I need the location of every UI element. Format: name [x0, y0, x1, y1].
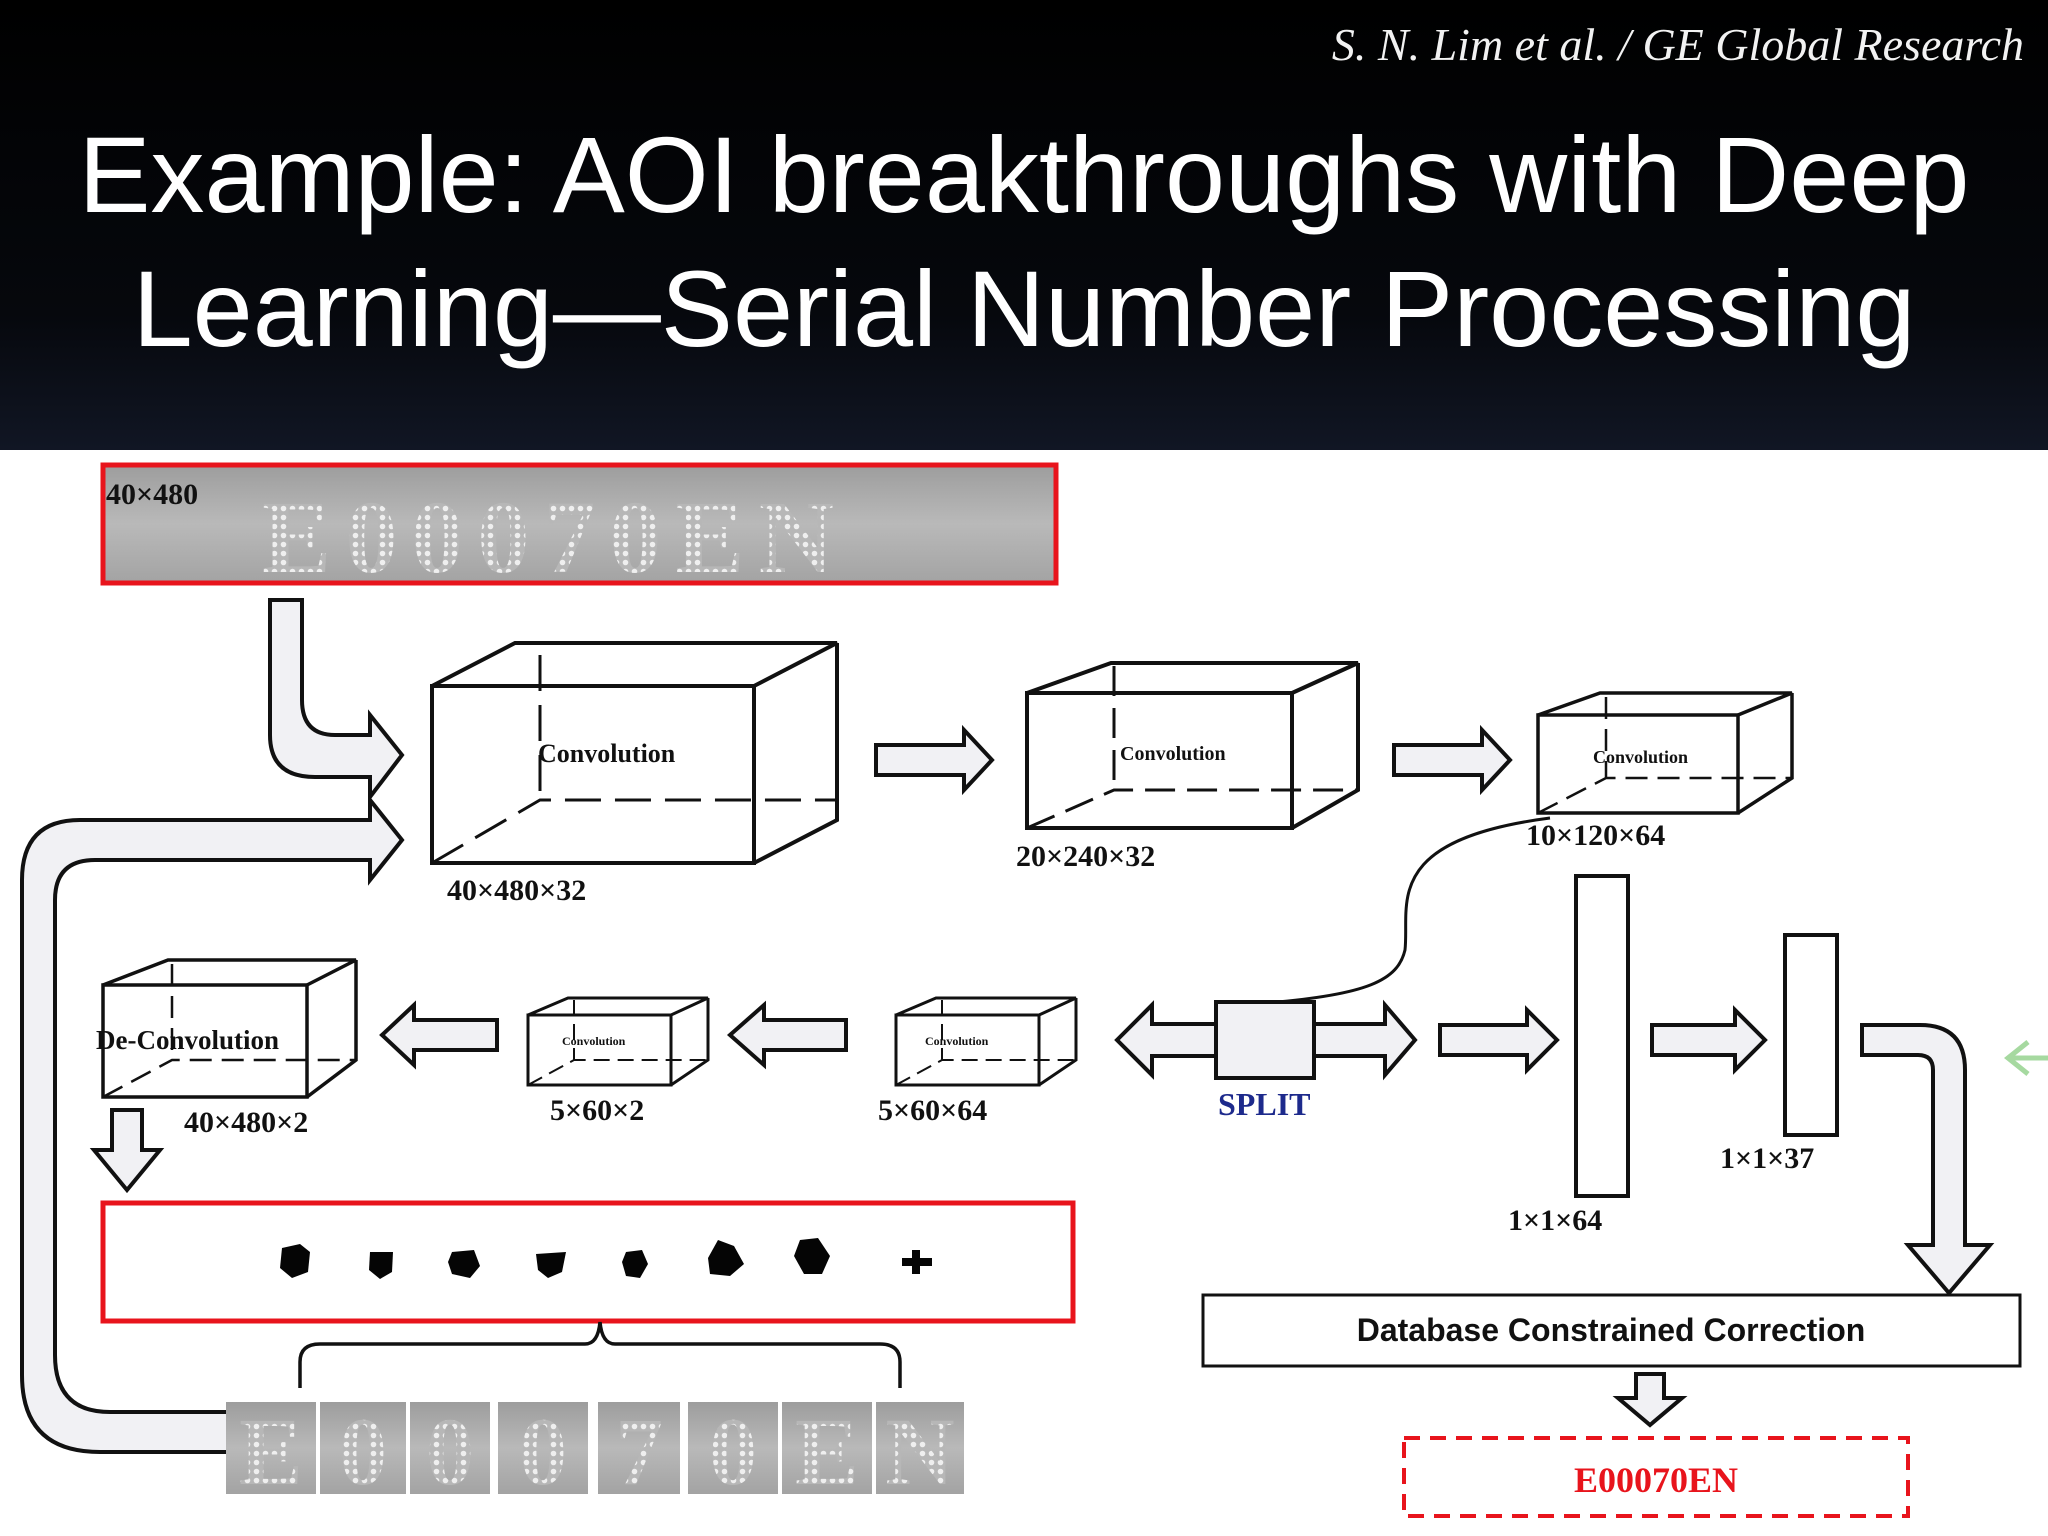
- deconv-label: De-Convolution: [96, 1025, 279, 1055]
- conv-block-3: Convolution 10×120×64: [1526, 691, 1794, 852]
- svg-text:0: 0: [339, 1398, 387, 1505]
- deconv-block: De-Convolution 40×480×2: [96, 958, 358, 1139]
- fc2-to-correction-arrow: [1860, 1023, 1995, 1297]
- input-size-label: 40×480: [106, 478, 198, 511]
- input-serial-embossed: E00070EN: [262, 480, 848, 595]
- conv2-label: Convolution: [1120, 743, 1226, 765]
- conv1-dims: 40×480×32: [447, 874, 586, 907]
- segmented-char-3: 0: [410, 1398, 490, 1505]
- conv3-label: Convolution: [1593, 747, 1688, 767]
- conv5-label: Convolution: [562, 1034, 626, 1048]
- correction-box: Database Constrained Correction: [1201, 1293, 2022, 1368]
- left-arrow-conv4-conv5: [726, 1000, 848, 1070]
- segmented-char-8: N: [876, 1398, 964, 1505]
- input-to-conv-arrow: [268, 598, 405, 803]
- right-arrow-conv2-conv3: [1392, 724, 1513, 796]
- svg-text:0: 0: [426, 1398, 474, 1505]
- split-node: SPLIT: [1214, 1000, 1316, 1122]
- svg-text:N: N: [885, 1398, 954, 1505]
- conv4-dims: 5×60×64: [878, 1094, 987, 1127]
- correction-label: Database Constrained Correction: [1357, 1312, 1866, 1348]
- conv-block-1: Convolution 40×480×32: [430, 641, 839, 907]
- conv1-label: Convolution: [538, 739, 676, 768]
- conv-block-4: Convolution 5×60×64: [878, 996, 1078, 1127]
- fc1-dims: 1×1×64: [1508, 1204, 1602, 1237]
- split-label: SPLIT: [1218, 1086, 1310, 1122]
- svg-text:E: E: [239, 1398, 303, 1505]
- right-arrow-split-fc1: [1438, 1005, 1560, 1075]
- output-box: E00070EN: [1402, 1436, 1910, 1518]
- segmented-char-5: 7: [598, 1398, 680, 1505]
- slide-title: Example: AOI breakthroughs with Deep Lea…: [0, 108, 2048, 376]
- segmented-char-7: E: [782, 1398, 872, 1505]
- segmented-characters: E 0 0 0 7 0 E N: [226, 1398, 964, 1505]
- conv4-label: Convolution: [925, 1034, 989, 1048]
- svg-text:0: 0: [519, 1398, 567, 1505]
- segmented-char-1: E: [226, 1398, 316, 1505]
- cnn-pipeline-diagram: 40×480 E00070EN Convolution 40×480×32 Co…: [20, 462, 2048, 1518]
- conv-block-2: Convolution 20×240×32: [1016, 661, 1360, 873]
- segmented-char-6: 0: [688, 1398, 778, 1505]
- down-arrow-correction-output: [1612, 1372, 1688, 1428]
- deconv-dims: 40×480×2: [184, 1106, 308, 1139]
- conv5-dims: 5×60×2: [550, 1094, 644, 1127]
- segmentation-mask: [100, 1200, 1076, 1324]
- conv2-dims: 20×240×32: [1016, 840, 1155, 873]
- fc2-dims: 1×1×37: [1720, 1142, 1814, 1175]
- slide-header: S. N. Lim et al. / GE Global Research Ex…: [0, 0, 2048, 450]
- conv3-dims: 10×120×64: [1526, 819, 1665, 852]
- title-line-2: Learning—Serial Number Processing: [132, 248, 1916, 369]
- svg-text:E: E: [795, 1398, 859, 1505]
- right-arrow-conv1-conv2: [874, 724, 995, 796]
- down-arrow-deconv-mask: [89, 1108, 165, 1194]
- segmented-char-2: 0: [320, 1398, 406, 1505]
- grouping-brace: [298, 1321, 902, 1388]
- svg-text:0: 0: [709, 1398, 757, 1505]
- right-arrow-fc1-fc2: [1650, 1005, 1768, 1075]
- left-arrow-conv5-deconv: [379, 1000, 499, 1070]
- segmented-char-4: 0: [498, 1398, 588, 1505]
- conv-block-5: Convolution 5×60×2: [526, 996, 710, 1127]
- arrows: [20, 598, 1995, 1454]
- svg-text:7: 7: [615, 1398, 663, 1505]
- title-line-1: Example: AOI breakthroughs with Deep: [78, 114, 1970, 235]
- conv3-to-split-curve: [1264, 816, 1551, 1005]
- fc-layer-2: 1×1×37: [1720, 933, 1839, 1175]
- partial-green-arrow: [2003, 1040, 2048, 1076]
- output-serial: E00070EN: [1574, 1460, 1738, 1500]
- input-image: 40×480 E00070EN: [100, 462, 1059, 595]
- fc-layer-1: 1×1×64: [1508, 874, 1630, 1237]
- author-credit: S. N. Lim et al. / GE Global Research: [1331, 19, 2024, 70]
